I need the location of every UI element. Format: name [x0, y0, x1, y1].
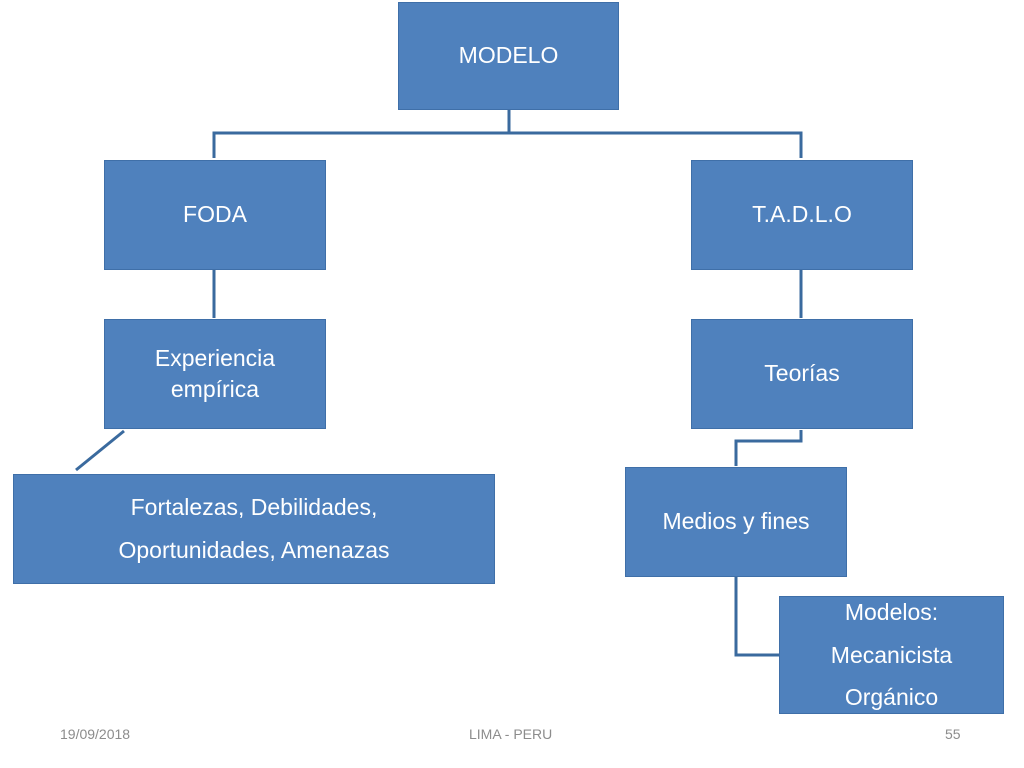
node-medios-label: Medios y fines — [662, 508, 810, 535]
node-modelo-label: MODELO — [458, 42, 559, 69]
connector-experiencia-fortalezas — [75, 429, 125, 472]
node-tadlo: T.A.D.L.O — [691, 160, 913, 270]
node-foda-label: FODA — [183, 201, 247, 228]
node-fortalezas-line-2: Oportunidades, Amenazas — [118, 537, 390, 563]
node-fortalezas-line-1: Fortalezas, Debilidades, — [130, 494, 378, 521]
node-modelos-line-2: Mecanicista — [830, 641, 953, 668]
footer-location: LIMA - PERU — [469, 726, 553, 742]
node-tadlo-label: T.A.D.L.O — [752, 201, 852, 228]
node-teorias: Teorías — [691, 319, 913, 429]
node-medios: Medios y fines — [625, 467, 847, 577]
node-modelo: MODELO — [398, 2, 619, 110]
footer-date: 19/09/2018 — [60, 726, 131, 742]
node-experiencia-line-1: Experiencia — [154, 344, 276, 371]
node-fortalezas: Fortalezas, Debilidades, Oportunidades, … — [13, 474, 495, 584]
node-foda: FODA — [104, 160, 326, 270]
node-teorias-label: Teorías — [764, 360, 840, 387]
node-modelos-line-1: Modelos: — [844, 599, 939, 626]
footer-page-number: 55 — [945, 726, 961, 742]
connector-modelo-children — [212, 110, 803, 158]
node-experiencia-line-2: empírica — [170, 376, 260, 402]
node-modelos: Modelos: Mecanicista Orgánico — [779, 596, 1004, 714]
connector-medios-modelos — [734, 576, 779, 657]
node-experiencia: Experiencia empírica — [104, 319, 326, 429]
node-modelos-line-3: Orgánico — [844, 684, 939, 711]
connector-teorias-medios — [734, 430, 803, 466]
